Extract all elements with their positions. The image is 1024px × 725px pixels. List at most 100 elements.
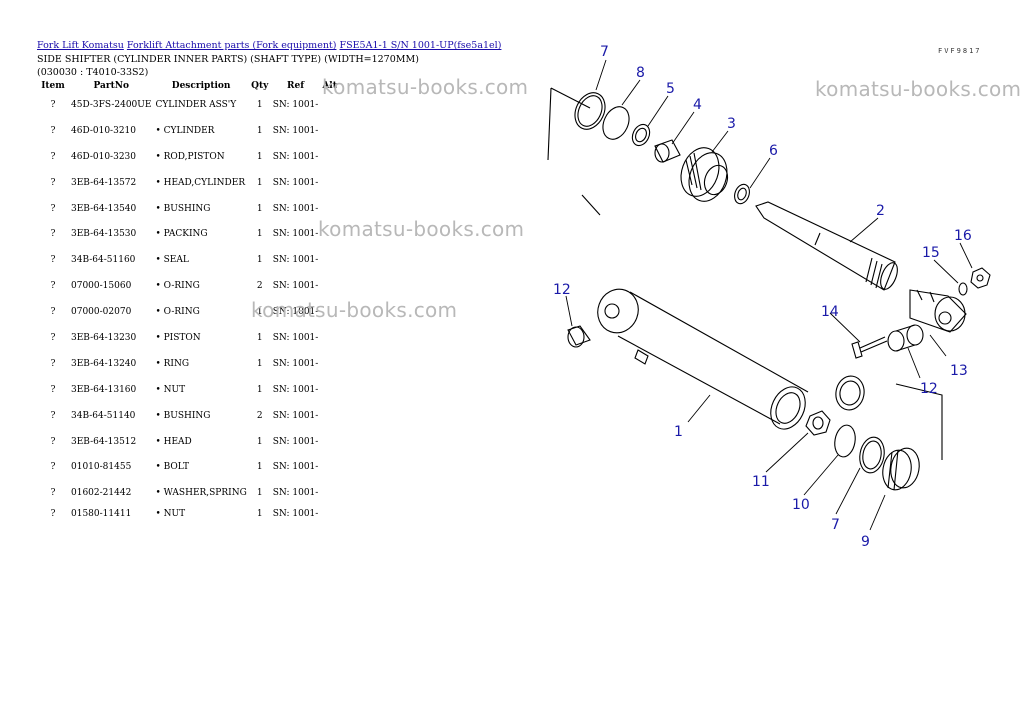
cell-qty: 1 [256,125,263,136]
o-ring-part [859,436,885,474]
callout-8: 8 [636,65,645,81]
cell-item: ? [50,125,56,136]
nut-part [805,410,831,436]
header-qty: Qty [251,81,269,91]
cell-description: • PISTON [155,332,201,343]
breadcrumb: Fork Lift Komatsu Forklift Attachment pa… [37,40,501,51]
cell-partno: 46D-010-3230 [71,151,136,162]
callout-6: 6 [769,143,778,159]
outline-line [895,383,943,460]
cell-description: • HEAD [155,436,192,447]
breadcrumb-link-model[interactable]: FSE5A1-1 S/N 1001-UP(fse5a1el) [339,40,502,51]
cell-ref: SN: 1001- [272,151,319,162]
cell-ref: SN: 1001- [272,99,319,110]
header-ref: Ref [287,81,305,91]
cell-alt [320,247,339,273]
parts-table: Item PartNo Description Qty Ref Alt ?45D… [37,80,339,522]
cell-item: ? [50,229,56,240]
cell-item: ? [50,281,56,292]
header-item: Item [41,81,65,91]
cell-qty: 1 [256,332,263,343]
callout-7: 7 [831,517,840,533]
watermark: komatsu-books.com [322,75,529,99]
watermark: komatsu-books.com [815,77,1022,101]
leader-lines [565,59,973,531]
callout-12: 12 [920,381,938,397]
header-partno: PartNo [93,81,129,91]
bushing-part [654,139,681,163]
cell-partno: 3EB-64-13512 [71,436,137,447]
cell-description: • CYLINDER [155,125,215,136]
callout-7: 7 [600,44,609,60]
cell-qty: 1 [256,488,263,499]
cell-description: • O-RING [155,281,200,292]
cylinder-tube-part [597,288,809,430]
cell-alt [320,118,339,144]
cell-partno: 3EB-64-13240 [71,358,137,369]
cell-ref: SN: 1001- [272,177,319,188]
seal-part [734,183,750,205]
cell-item: ? [50,488,56,499]
cell-item: ? [50,203,56,214]
cell-item: ? [50,255,56,266]
cell-qty: 1 [256,203,263,214]
cell-description: • HEAD,CYLINDER [155,177,246,188]
callout-12: 12 [553,282,571,298]
cell-description: • ROD,PISTON [155,151,225,162]
cell-partno: 3EB-64-13160 [71,384,137,395]
header-description: Description [171,81,231,91]
cell-qty: 2 [256,281,263,292]
cell-item: ? [50,509,56,520]
o-ring-part [834,424,856,458]
callout-1: 1 [674,424,683,440]
page-title: SIDE SHIFTER (CYLINDER INNER PARTS) (SHA… [37,54,419,78]
watermark: komatsu-books.com [318,217,525,241]
cell-description: • RING [155,358,190,369]
cell-ref: SN: 1001- [272,203,319,214]
cell-partno: 3EB-64-13530 [71,229,137,240]
callout-16: 16 [954,228,972,244]
cell-ref: SN: 1001- [272,307,319,318]
cell-ref: SN: 1001- [272,462,319,473]
diagram-code: FVF9817 [938,47,982,55]
cell-ref: SN: 1001- [272,410,319,421]
cell-description: • BUSHING [155,203,211,214]
cell-qty: 1 [256,509,263,520]
cell-item: ? [50,151,56,162]
breadcrumb-link-fork-lift-komatsu[interactable]: Fork Lift Komatsu [37,40,124,51]
cell-alt [320,325,339,351]
cell-alt [320,144,339,170]
cell-partno: 46D-010-3210 [71,125,136,136]
cell-item: ? [50,332,56,343]
callout-11: 11 [752,474,770,490]
cell-qty: 1 [256,255,263,266]
cell-qty: 1 [256,436,263,447]
cell-description: • WASHER,SPRING [155,488,247,499]
callout-4: 4 [693,97,702,113]
cell-item: ? [50,177,56,188]
callout-3: 3 [727,116,736,132]
bushing-part [567,325,591,348]
callout-2: 2 [876,203,885,219]
cell-ref: SN: 1001- [272,255,319,266]
cell-alt [320,351,339,377]
table-row: ? 46D-010-3230 • ROD,PISTON 1 SN: 1001- [37,144,339,170]
cell-ref: SN: 1001- [272,229,319,240]
cell-partno: 3EB-64-13572 [71,177,137,188]
cell-alt [320,403,339,429]
cell-ref: SN: 1001- [272,488,319,499]
cell-qty: 1 [256,151,263,162]
cell-alt [320,273,339,299]
breadcrumb-link-attachment-parts[interactable]: Forklift Attachment parts (Fork equipmen… [126,40,337,51]
cell-qty: 1 [256,99,263,110]
